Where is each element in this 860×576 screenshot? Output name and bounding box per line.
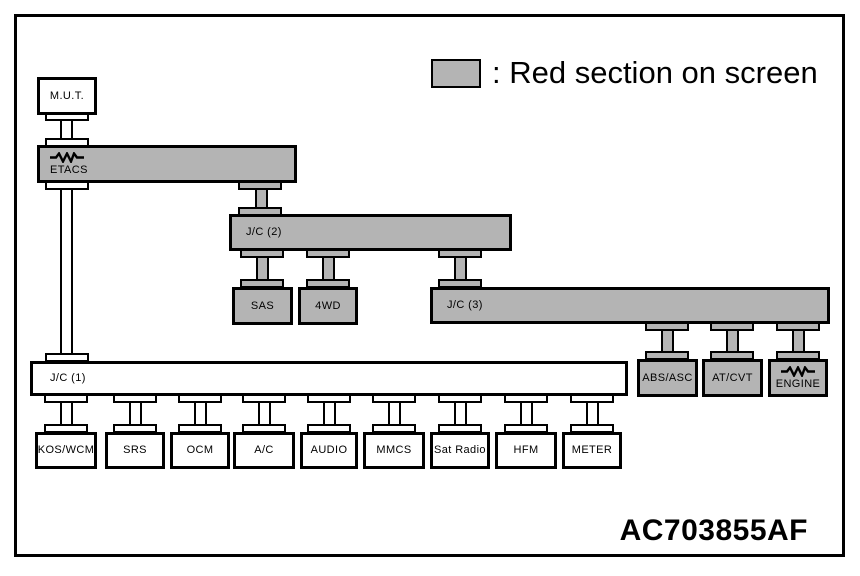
connector-neck (60, 401, 73, 426)
connector-neck (454, 401, 467, 426)
resistor-icon (780, 365, 815, 377)
connector-neck (792, 329, 805, 353)
node-label: M.U.T. (49, 89, 85, 102)
node-label: ETACS (50, 163, 88, 176)
connector-neck (454, 256, 467, 281)
node-etacs: ETACS (37, 145, 297, 183)
node-label: KOS/WCM (37, 444, 95, 457)
node-label: A/C (254, 444, 274, 457)
connector-neck (322, 256, 335, 281)
node-sas: SAS (232, 287, 293, 325)
node-label: SAS (250, 299, 275, 312)
diagram-frame (14, 14, 845, 557)
node-label: J/C (2) (246, 226, 282, 239)
node-label: MMCS (376, 444, 412, 457)
node-absasc: ABS/ASC (637, 359, 698, 397)
node-label: ENGINE (775, 377, 821, 390)
connector-neck (60, 119, 73, 140)
resistor-icon (50, 151, 84, 163)
node-ac: A/C (233, 432, 295, 469)
connector-neck (726, 329, 739, 353)
connector-neck (258, 401, 271, 426)
connector-neck (388, 401, 401, 426)
node-label: ABS/ASC (642, 371, 693, 384)
node-4wd: 4WD (298, 287, 358, 325)
node-srs: SRS (105, 432, 165, 469)
legend: : Red section on screen (431, 55, 818, 91)
legend-label: : Red section on screen (492, 55, 818, 90)
figure-code: AC703855AF (619, 514, 808, 547)
connector-neck (661, 329, 674, 353)
node-label: AUDIO (310, 444, 348, 457)
node-satradio: Sat Radio (430, 432, 490, 469)
node-label: Sat Radio (434, 444, 486, 457)
node-atcvt: AT/CVT (702, 359, 763, 397)
connector-neck (586, 401, 599, 426)
node-meter: METER (562, 432, 622, 469)
node-content: ENGINE (775, 365, 821, 391)
connector-neck (129, 401, 142, 426)
connector-neck (60, 188, 73, 355)
node-audio: AUDIO (300, 432, 358, 469)
node-label: 4WD (315, 299, 341, 312)
legend-swatch (431, 58, 481, 88)
node-label: AT/CVT (712, 371, 753, 384)
node-jc3: J/C (3) (430, 287, 830, 324)
node-koswcm: KOS/WCM (35, 432, 97, 469)
node-label: SRS (123, 444, 147, 457)
node-content: ETACS (50, 151, 88, 177)
node-label: J/C (1) (50, 372, 86, 385)
node-label: HFM (513, 444, 539, 457)
connector-neck (255, 188, 268, 209)
node-label: OCM (186, 444, 214, 457)
connector-neck (323, 401, 336, 426)
node-label: METER (571, 444, 613, 457)
connector-neck (256, 256, 269, 281)
node-engine: ENGINE (768, 359, 828, 397)
node-hfm: HFM (495, 432, 557, 469)
connector-neck (520, 401, 533, 426)
node-jc1: J/C (1) (30, 361, 628, 396)
connector-neck (194, 401, 207, 426)
node-mmcs: MMCS (363, 432, 425, 469)
node-jc2: J/C (2) (229, 214, 512, 251)
node-label: J/C (3) (447, 299, 483, 312)
node-mut: M.U.T. (37, 77, 97, 115)
node-ocm: OCM (170, 432, 230, 469)
